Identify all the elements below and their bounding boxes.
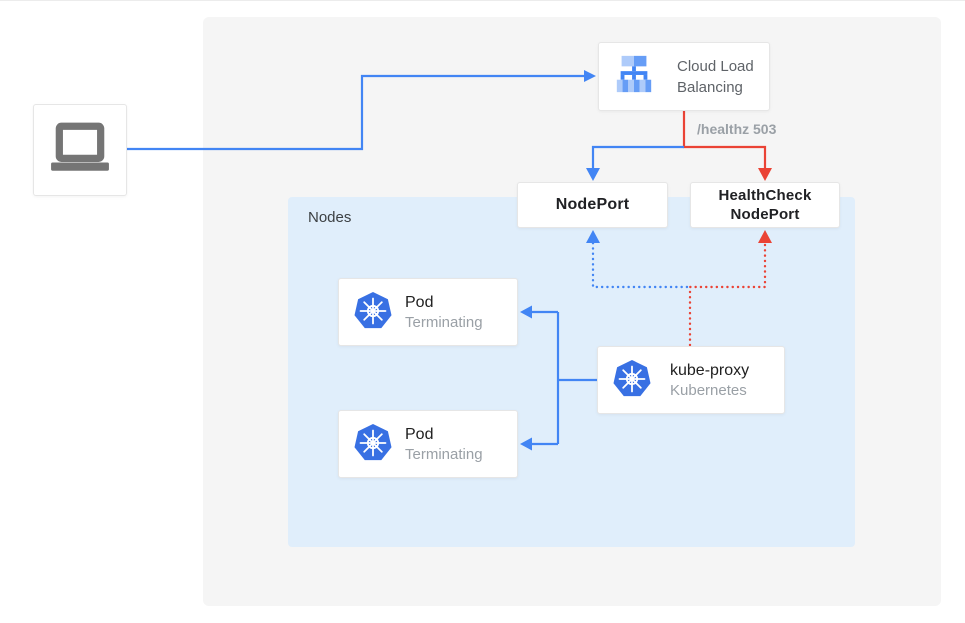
kubeproxy-to-pod2-arrowhead bbox=[520, 437, 532, 451]
kube-proxy-title: kube-proxy bbox=[670, 361, 750, 379]
pod-1-status: Terminating bbox=[405, 313, 483, 331]
healthcheck-label-line2: NodePort bbox=[730, 206, 800, 223]
kubernetes-helm-icon bbox=[353, 422, 393, 467]
kubeproxy-to-pod1-arrowhead bbox=[520, 305, 532, 319]
lb-to-healthcheck-connector bbox=[682, 111, 767, 168]
lb-to-nodeport-connector bbox=[591, 145, 684, 168]
kubeproxy-to-nodeport-arrowhead bbox=[586, 230, 600, 243]
kubernetes-helm-icon bbox=[612, 358, 652, 403]
kubeproxy-to-nodeport-dotted bbox=[591, 241, 689, 289]
lb-to-nodeport-arrowhead bbox=[586, 168, 600, 181]
nodeport-node: NodePort bbox=[517, 182, 668, 228]
kubeproxy-to-pods-connector bbox=[532, 310, 597, 446]
pod-1-text: Pod Terminating bbox=[405, 292, 483, 333]
nodes-panel-label: Nodes bbox=[308, 209, 352, 226]
kubeproxy-to-healthcheck-dotted bbox=[688, 241, 767, 347]
nodeport-label: NodePort bbox=[555, 196, 630, 213]
kubernetes-helm-icon bbox=[353, 290, 393, 335]
pod-2-node: Pod Terminating bbox=[338, 410, 518, 478]
kube-proxy-subtitle: Kubernetes bbox=[670, 381, 747, 399]
healthcheck-label-line1: HealthCheck bbox=[718, 187, 812, 204]
client-to-lb-arrowhead bbox=[584, 70, 596, 82]
load-balancer-icon bbox=[613, 54, 655, 99]
pod-1-title: Pod bbox=[405, 293, 434, 311]
pod-2-title: Pod bbox=[405, 425, 434, 443]
pod-2-status: Terminating bbox=[405, 445, 483, 463]
healthz-badge: /healthz 503 bbox=[697, 121, 777, 137]
pod-1-node: Pod Terminating bbox=[338, 278, 518, 346]
client-to-lb-connector bbox=[127, 74, 584, 151]
client-node bbox=[33, 104, 127, 196]
lb-to-healthcheck-arrowhead bbox=[758, 168, 772, 181]
laptop-icon bbox=[49, 121, 111, 180]
pod-2-text: Pod Terminating bbox=[405, 424, 483, 465]
cloud-load-balancing-node: Cloud Load Balancing bbox=[598, 42, 770, 111]
kubeproxy-to-healthcheck-arrowhead bbox=[758, 230, 772, 243]
cloud-load-balancing-label: Cloud Load Balancing bbox=[677, 57, 754, 96]
healthcheck-nodeport-node: HealthCheck NodePort bbox=[690, 182, 840, 228]
kube-proxy-text: kube-proxy Kubernetes bbox=[670, 360, 749, 401]
kube-proxy-node: kube-proxy Kubernetes bbox=[597, 346, 785, 414]
